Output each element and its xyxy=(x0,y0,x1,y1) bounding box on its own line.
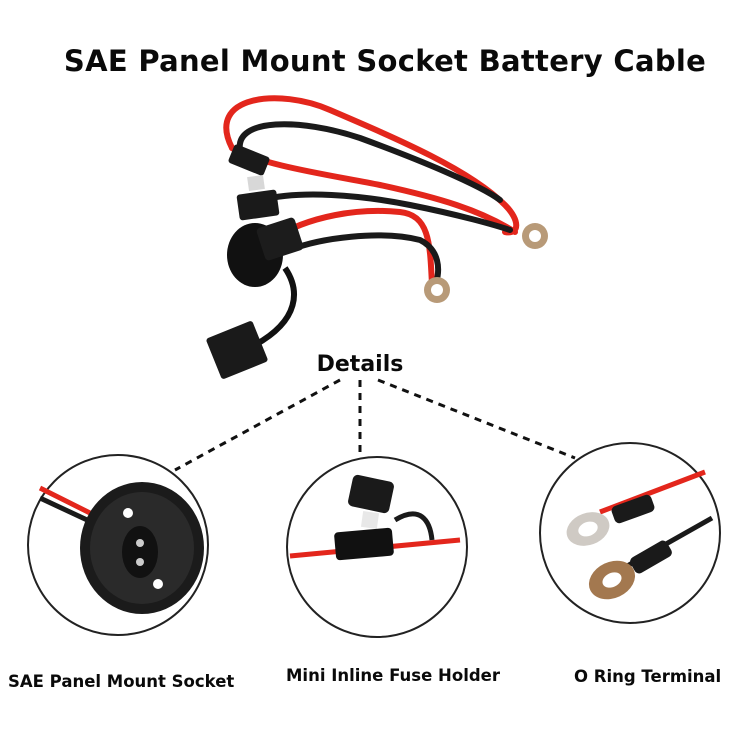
panel-mount-socket-icon xyxy=(27,454,209,636)
caption-o-ring-terminal: O Ring Terminal xyxy=(574,667,722,686)
page-title: SAE Panel Mount Socket Battery Cable xyxy=(63,44,707,78)
caption-panel-mount-socket: SAE Panel Mount Socket xyxy=(8,672,235,691)
inline-fuse-holder-icon xyxy=(286,456,468,638)
o-ring-terminal-icon xyxy=(539,442,721,624)
details-heading: Details xyxy=(316,352,404,377)
leader-lines xyxy=(174,378,576,472)
caption-inline-fuse-holder: Mini Inline Fuse Holder xyxy=(286,666,500,685)
cable-assembly-image xyxy=(206,95,548,379)
